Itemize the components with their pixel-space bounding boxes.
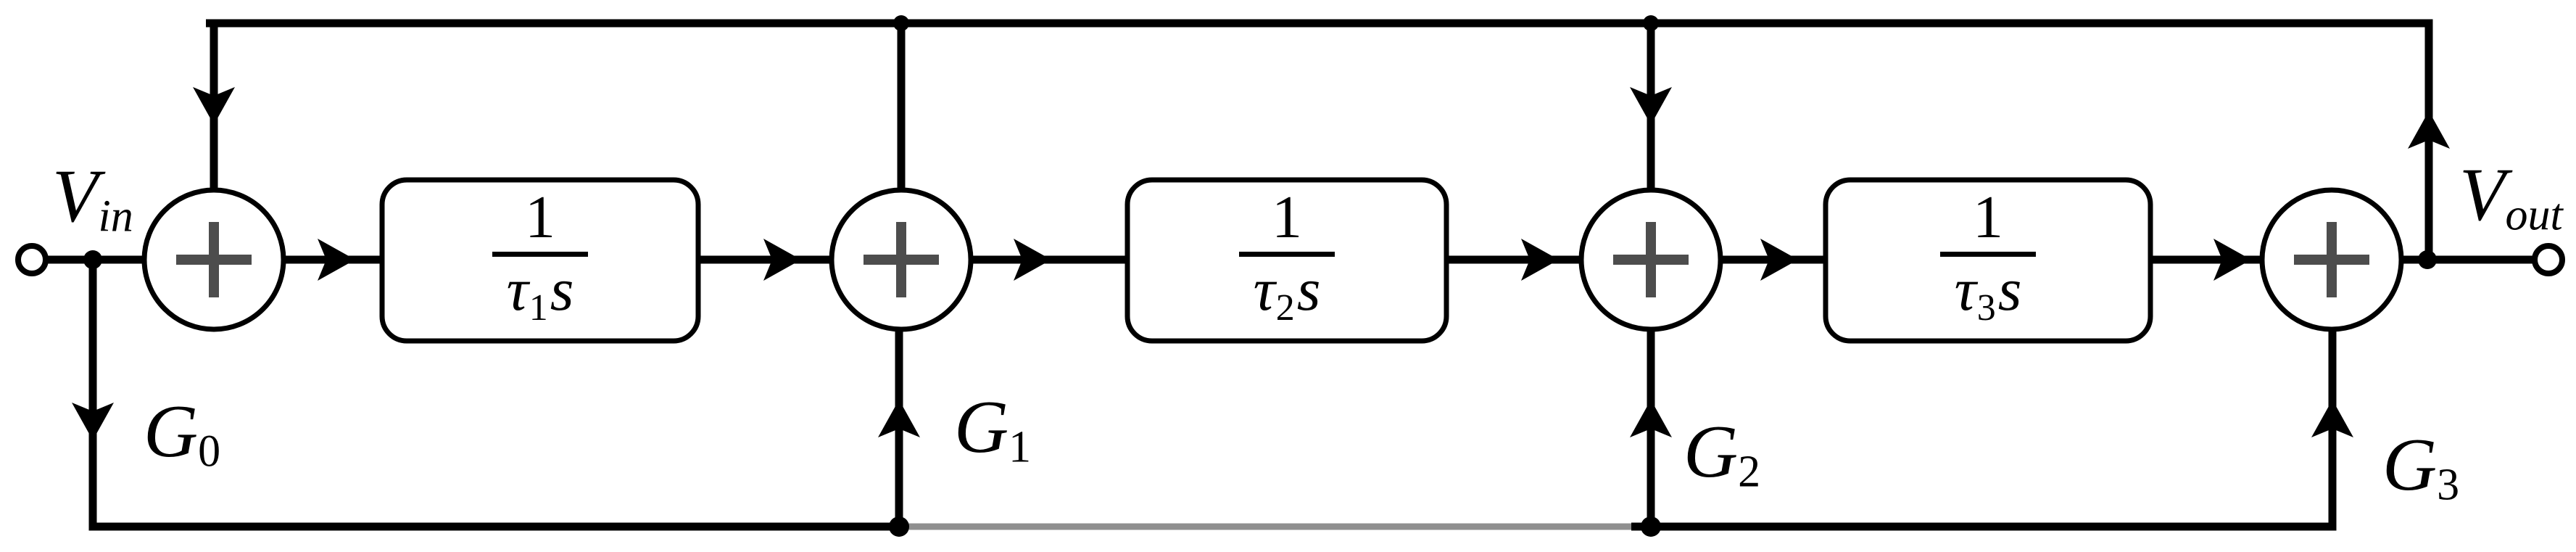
arrowhead-up-icon (1630, 400, 1672, 437)
gain-subscript: 2 (1738, 447, 1761, 497)
s-variable: s (550, 256, 574, 324)
gain-label-g2: G2 (1683, 410, 1761, 497)
arrowhead-up-icon (878, 400, 920, 437)
integrator-3-label: 1 τ 3 s (1858, 184, 2119, 327)
gain-base: G (144, 390, 199, 473)
tau-symbol: τ (1253, 256, 1275, 324)
fraction-bar (1940, 252, 2036, 257)
gain-label-g0: G0 (144, 390, 220, 477)
tau-subscript: 3 (1976, 287, 1996, 329)
tau-subscript: 2 (1275, 287, 1295, 329)
input-label-base: V (52, 155, 99, 238)
fraction-denominator: τ 1 s (506, 256, 574, 327)
integrator-block-3 (1823, 177, 2153, 344)
gain-subscript: 3 (2437, 460, 2460, 510)
fraction-denominator: τ 3 s (1954, 256, 2022, 327)
junction-dot-top-summer2 (893, 15, 909, 31)
junction-dot-input (83, 250, 102, 269)
gain-subscript: 0 (198, 427, 221, 477)
plus-icon (1613, 222, 1689, 297)
input-terminal (15, 243, 49, 276)
arrowhead-right-icon (1760, 239, 1798, 281)
plus-icon (864, 222, 939, 297)
wire-bottom-rail-right (1631, 328, 2337, 531)
s-variable: s (1296, 256, 1321, 324)
output-label-base: V (2459, 153, 2506, 236)
gain-base: G (1683, 410, 1739, 493)
input-label-subscript: in (98, 191, 133, 242)
gain-label-g1: G1 (954, 385, 1032, 472)
arrowhead-right-icon (763, 239, 801, 281)
arrowhead-right-icon (1014, 239, 1051, 281)
integrator-1-label: 1 τ 1 s (410, 184, 671, 327)
integrator-block-2 (1125, 177, 1449, 344)
plus-icon (2294, 222, 2369, 297)
tau-symbol: τ (1954, 256, 1976, 324)
junction-dot-top-summer3 (1643, 15, 1659, 31)
output-label-subscript: out (2505, 190, 2563, 240)
arrowhead-right-icon (1521, 239, 1559, 281)
output-terminal (2532, 243, 2565, 276)
arrowhead-down-icon (1630, 87, 1672, 125)
fraction-numerator: 1 (525, 184, 555, 251)
gain-subscript: 1 (1009, 422, 1032, 472)
wire-bottom-rail-left (88, 260, 899, 531)
arrowhead-down-icon (193, 87, 235, 125)
integrator-block-1 (379, 177, 701, 344)
junction-dot-bottom-summer3 (1641, 516, 1661, 537)
arrowhead-up-icon (2408, 111, 2450, 149)
fraction-numerator: 1 (1973, 184, 2003, 251)
s-variable: s (1997, 256, 2022, 324)
fraction-denominator: τ 2 s (1253, 256, 1321, 327)
gain-label-g3: G3 (2382, 423, 2460, 510)
fraction-numerator: 1 (1272, 184, 1302, 251)
gain-base: G (954, 385, 1009, 469)
junction-dot-output (2418, 250, 2437, 269)
arrowhead-right-icon (2213, 239, 2251, 281)
tau-symbol: τ (506, 256, 529, 324)
plus-icon (176, 222, 252, 297)
arrowhead-down-icon (72, 403, 114, 440)
input-voltage-label: Vin (52, 155, 133, 242)
junction-dot-bottom-summer2 (889, 516, 909, 537)
tau-subscript: 1 (529, 287, 548, 329)
integrator-2-label: 1 τ 2 s (1156, 184, 1417, 327)
wire-top-rail (206, 19, 2433, 260)
arrowhead-up-icon (2311, 400, 2353, 437)
fraction-bar (492, 252, 588, 257)
arrowhead-right-icon (318, 239, 355, 281)
fraction-bar (1239, 252, 1335, 257)
output-voltage-label: Vout (2459, 153, 2563, 240)
gain-base: G (2382, 423, 2438, 506)
